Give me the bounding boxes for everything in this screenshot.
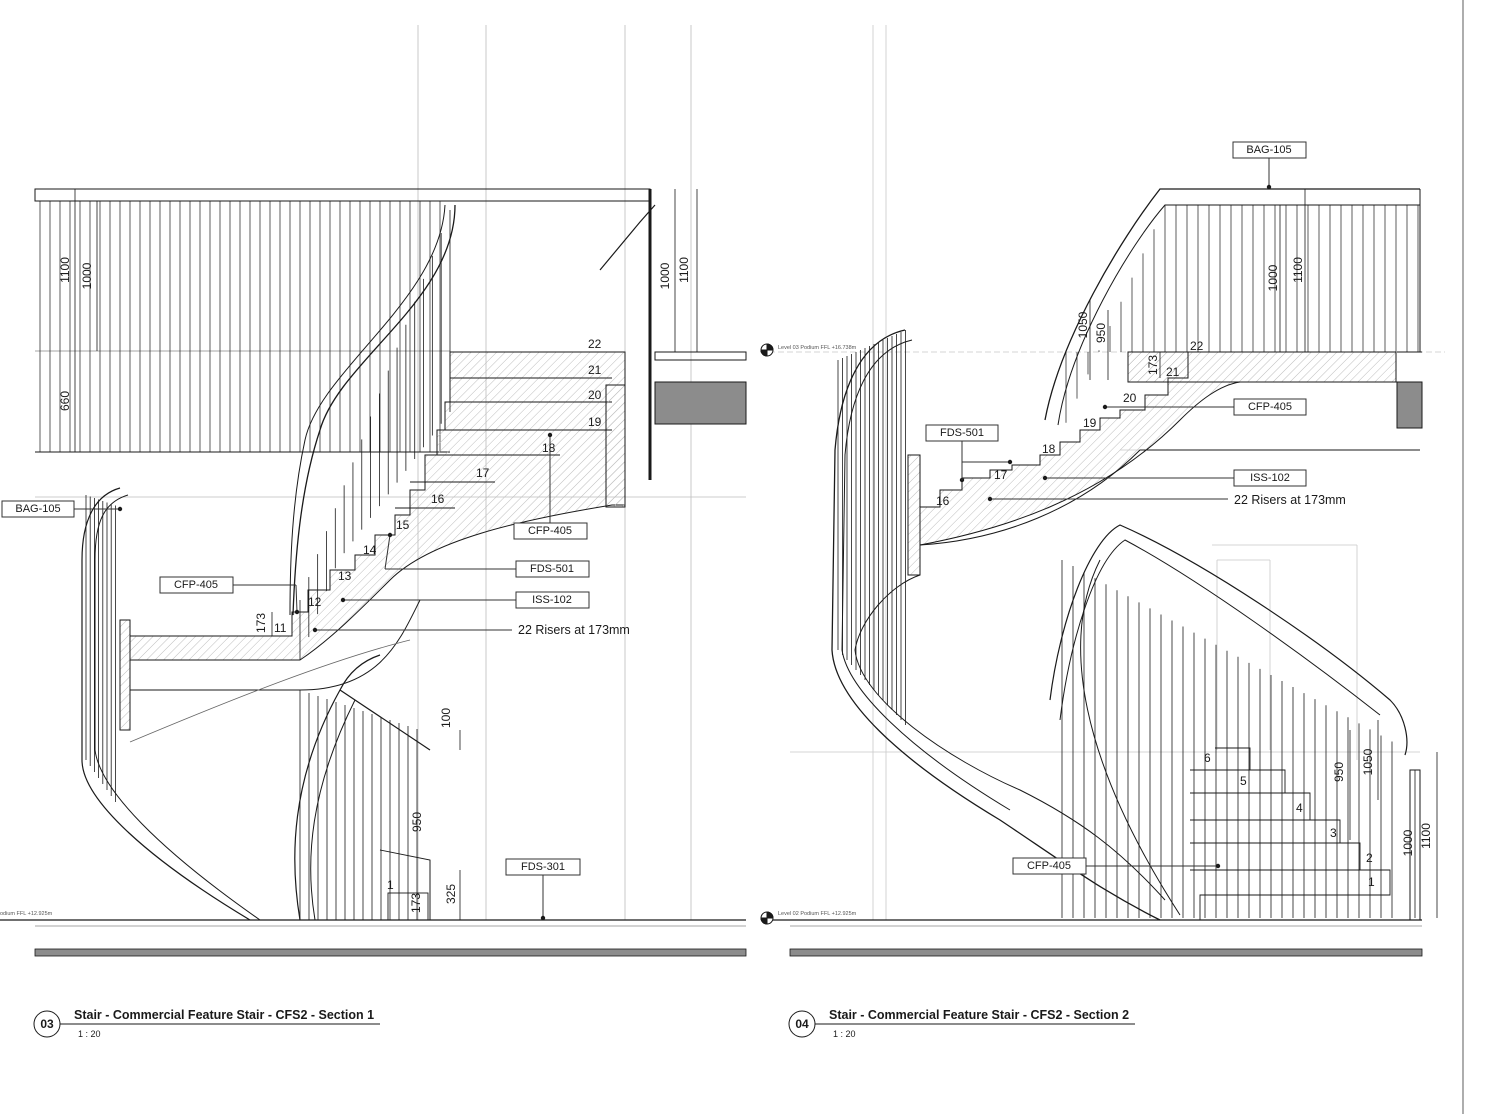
dimension-label: 950 [1094,323,1108,343]
dimension-label: 173 [254,613,268,633]
view-number-section-1: 03 [40,1017,54,1031]
section-2-title-block: 04 Stair - Commercial Feature Stair - CF… [788,1008,1135,1039]
section-2-drawing [760,25,1445,957]
step-number: 16 [431,492,445,506]
dimension-label: 660 [58,391,72,411]
view-title-section-1: Stair - Commercial Feature Stair - CFS2 … [74,1008,374,1022]
section-1-step-numbers: 22 21 20 19 18 17 16 15 14 13 12 11 1 [274,337,602,892]
dimension-label: 1100 [1419,823,1433,849]
step-number: 4 [1296,801,1303,815]
step-number: 11 [274,621,287,635]
section-1-tags: BAG-105 CFP-405 CFP-405 FDS-501 ISS-102 … [1,432,630,921]
step-number: 14 [363,543,377,557]
step-number: 18 [1042,442,1056,456]
view-title-section-2: Stair - Commercial Feature Stair - CFS2 … [829,1008,1129,1022]
dimension-label: 173 [1146,355,1160,375]
section-1-dimensions: 1100 1000 660 1000 1100 173 100 950 325 … [58,257,691,913]
level-label-top-section-2: Level 03 Podium FFL +16.738m [778,345,857,351]
dimension-label: 1100 [1291,257,1305,283]
step-number: 1 [1368,875,1375,889]
step-number: 22 [588,337,602,351]
step-number: 22 [1190,339,1204,353]
risers-note-section-2: 22 Risers at 173mm [1234,493,1346,507]
dimension-label: 1050 [1076,311,1090,338]
tag-iss-102-right: ISS-102 [1250,472,1290,484]
dimension-label: 100 [439,708,453,728]
step-number: 19 [1083,416,1097,430]
step-number: 20 [1123,391,1137,405]
section-2-tags: BAG-105 FDS-501 CFP-405 ISS-102 22 Riser… [925,141,1346,875]
step-number: 3 [1330,826,1337,840]
step-number: 12 [308,595,322,609]
risers-note-section-1: 22 Risers at 173mm [518,623,630,637]
dimension-label: 1000 [80,262,94,289]
tag-fds-501: FDS-501 [530,563,574,575]
dimension-label: 173 [409,893,423,913]
tag-iss-102: ISS-102 [532,594,572,606]
level-label-bottom-section-2: Level 02 Podium FFL +12.925m [778,911,857,917]
level-label-section-1: odium FFL +12.925m [0,911,53,917]
section-2-step-numbers: 22 21 20 19 18 17 16 6 5 4 3 2 1 [936,339,1375,889]
dimension-label: 1000 [658,262,672,289]
step-number: 17 [476,466,490,480]
dimension-label: 1000 [1401,829,1415,856]
dimension-label: 950 [410,812,424,832]
step-number: 15 [396,518,410,532]
step-number: 5 [1240,774,1247,788]
tag-cfp-405-right: CFP-405 [528,525,572,537]
step-number: 1 [387,878,394,892]
dimension-label: 950 [1332,762,1346,782]
step-number: 21 [588,363,602,377]
dimension-label: 1000 [1266,264,1280,291]
section-1-drawing [0,25,747,957]
dimension-label: 1050 [1361,748,1375,775]
step-number: 20 [588,388,602,402]
step-number: 19 [588,415,602,429]
dimension-label: 1100 [58,257,72,283]
view-number-section-2: 04 [795,1017,809,1031]
step-number: 6 [1204,751,1211,765]
step-number: 2 [1366,851,1373,865]
tag-bag-105-left: BAG-105 [15,503,60,515]
tag-bag-105-right: BAG-105 [1246,144,1291,156]
tag-fds-501-right: FDS-501 [940,427,984,439]
tag-cfp-405-left: CFP-405 [174,579,218,591]
step-number: 16 [936,494,950,508]
step-number: 17 [994,468,1008,482]
tag-fds-301: FDS-301 [521,861,565,873]
section-2-dimensions: 1000 1100 1050 950 173 950 1050 1000 110… [1076,257,1433,857]
section-1-title-block: 03 Stair - Commercial Feature Stair - CF… [33,1008,380,1039]
view-scale-section-1: 1 : 20 [78,1029,101,1039]
tag-cfp-405-top: CFP-405 [1248,401,1292,413]
dimension-label: 1100 [677,257,691,283]
step-number: 18 [542,441,556,455]
step-number: 21 [1166,365,1180,379]
dimension-label: 325 [444,884,458,904]
tag-cfp-405-bottom: CFP-405 [1027,860,1071,872]
view-scale-section-2: 1 : 20 [833,1029,856,1039]
step-number: 13 [338,569,352,583]
